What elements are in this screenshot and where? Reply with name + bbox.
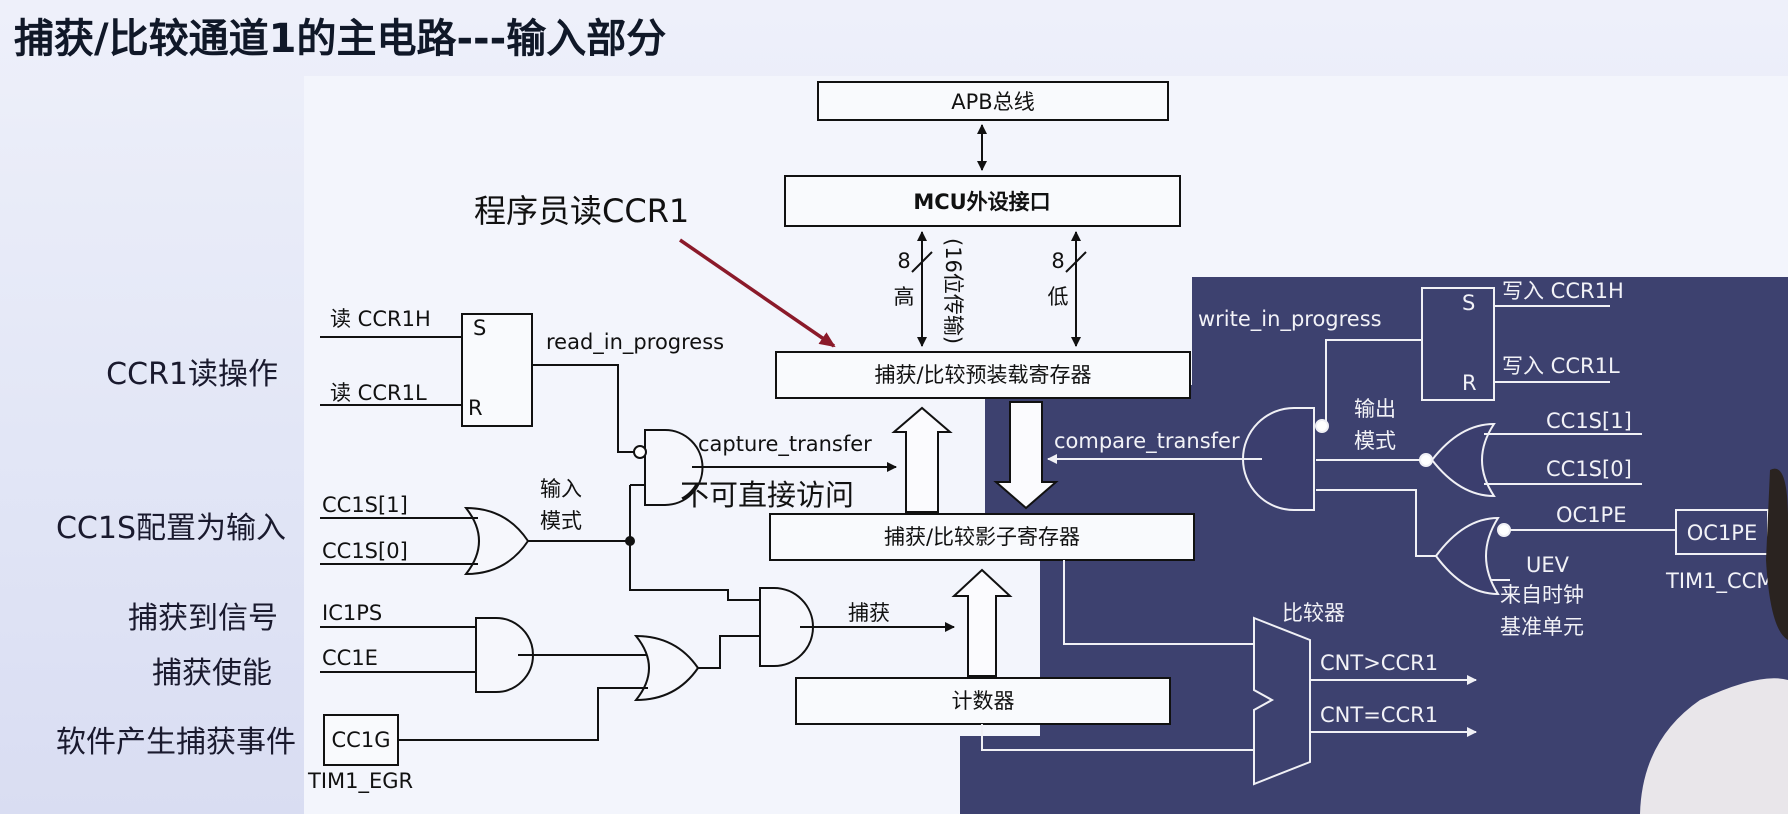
cc1g-label: CC1G	[332, 728, 391, 752]
mcu-interface-block	[784, 175, 1181, 227]
input-mode-or-gate	[463, 506, 530, 576]
no-direct-access-note: 不可直接访问	[680, 478, 854, 512]
shadow-register-block	[769, 513, 1195, 561]
side-label-capture-enable: 捕获使能	[152, 656, 272, 691]
counter-label: 计数器	[952, 689, 1015, 713]
counter-block	[795, 677, 1171, 725]
counter-to-comparator-wire	[981, 724, 1256, 751]
high-bus-slash	[911, 251, 933, 273]
output-mode-inverter	[1419, 453, 1433, 467]
oc1pe-box-label: OC1PE	[1687, 521, 1758, 545]
apb-bus-block	[817, 81, 1169, 121]
high-bus-width: 8	[897, 249, 910, 273]
read-latch-r: R	[468, 396, 483, 420]
read-latch-s: S	[473, 316, 486, 340]
from-timebase-label-1: 来自时钟	[1500, 583, 1584, 607]
slide-title: 捕获/比较通道1的主电路---输入部分	[14, 16, 666, 62]
oc1pe-inverter	[1497, 523, 1511, 537]
mcu-interface-label: MCU外设接口	[913, 190, 1050, 214]
high-label: 高	[894, 285, 915, 309]
counter-to-shadow-arrow	[951, 568, 1013, 677]
presenter-shoulder	[1640, 678, 1788, 814]
write-latch-s: S	[1462, 291, 1475, 315]
write-ccr1h-label: 写入 CCR1H	[1502, 279, 1624, 303]
oc1pe-box	[1675, 509, 1769, 555]
preload-register-label: 捕获/比较预装载寄存器	[874, 363, 1091, 387]
cc1s0-input-label: CC1S[0]	[322, 539, 408, 563]
preload-register-block	[775, 351, 1191, 399]
side-label-sw-capture-event: 软件产生捕获事件	[56, 725, 296, 760]
read-ccr1l-label: 读 CCR1L	[330, 381, 427, 405]
capture-and-gate	[759, 587, 814, 667]
from-timebase-label-2: 基准单元	[1500, 615, 1584, 639]
presenter-hair	[1766, 468, 1788, 640]
write-latch-r: R	[1462, 371, 1477, 395]
capture-event-or-gate	[633, 634, 700, 702]
compare-transfer-label: compare_transfer	[1054, 429, 1240, 454]
shadow-register-label: 捕获/比较影子寄存器	[884, 525, 1080, 549]
input-mode-label-1: 输入	[540, 477, 582, 501]
capture-transfer-label: capture_transfer	[698, 432, 872, 457]
output-mode-label-1: 输出	[1354, 397, 1396, 421]
write-in-progress-label: write_in_progress	[1198, 307, 1382, 332]
cc1s1-input-label: CC1S[1]	[322, 493, 408, 517]
cnt-gt-ccr1-label: CNT>CCR1	[1320, 651, 1438, 675]
capture-enable-and-gate	[475, 617, 534, 693]
comparator-block	[1253, 616, 1311, 786]
transfer-16bit-label: (16位传输)	[941, 238, 965, 344]
read-in-progress-inverter	[633, 445, 647, 459]
input-mode-to-capture	[629, 541, 760, 601]
programmer-read-arrow	[679, 238, 836, 348]
write-ccr1l-label: 写入 CCR1L	[1502, 354, 1620, 378]
output-mode-or-gate	[1430, 422, 1496, 498]
apb-bus-label: APB总线	[951, 90, 1034, 114]
write-sr-latch	[1421, 287, 1495, 401]
shadow-to-preload-arrow	[891, 406, 953, 513]
compare-transfer-and-gate	[1242, 407, 1315, 511]
cc1s1-output-label: CC1S[1]	[1546, 409, 1632, 433]
capture-label: 捕获	[848, 601, 890, 625]
preload-to-shadow-arrow	[993, 401, 1059, 510]
output-mode-label-2: 模式	[1354, 429, 1396, 453]
tim1-egr-label: TIM1_EGR	[307, 769, 413, 794]
cc1e-label: CC1E	[322, 646, 378, 670]
input-mode-label-2: 模式	[540, 509, 582, 533]
capture-transfer-and-gate	[644, 429, 704, 506]
cc1g-wire	[398, 687, 648, 741]
read-ccr1h-label: 读 CCR1H	[330, 307, 431, 331]
preload-enable-or-gate	[1434, 516, 1500, 596]
preload-enable-out	[1316, 489, 1436, 557]
side-label-captured-signal: 捕获到信号	[128, 601, 278, 636]
low-bus-slash	[1065, 251, 1087, 273]
shadow-to-comparator-wire	[1063, 560, 1256, 645]
ic1ps-label: IC1PS	[322, 601, 382, 625]
cc1g-box	[323, 714, 399, 766]
side-label-ccr1-read: CCR1读操作	[106, 357, 278, 392]
low-label: 低	[1048, 285, 1069, 309]
write-in-progress-inverter	[1315, 419, 1329, 433]
side-label-cc1s-input: CC1S配置为输入	[56, 511, 286, 546]
oc1pe-label: OC1PE	[1556, 503, 1627, 527]
read-in-progress-label: read_in_progress	[546, 330, 724, 355]
uev-label: UEV	[1526, 553, 1570, 577]
cnt-eq-ccr1-label: CNT=CCR1	[1320, 703, 1438, 727]
programmer-read-note: 程序员读CCR1	[474, 192, 689, 230]
read-sr-latch	[461, 313, 533, 427]
capture-event-out	[698, 635, 760, 669]
comparator-label: 比较器	[1282, 601, 1345, 625]
cc1s0-output-label: CC1S[0]	[1546, 457, 1632, 481]
low-bus-width: 8	[1051, 249, 1064, 273]
